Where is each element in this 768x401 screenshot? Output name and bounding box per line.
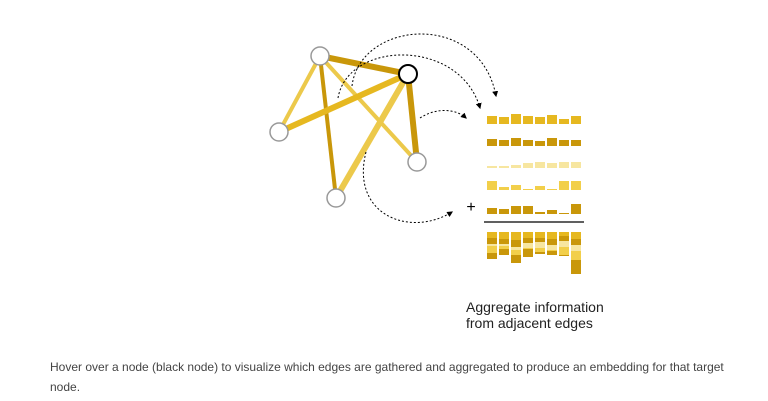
edge-a-c (277, 55, 322, 133)
edge-embedding-row (487, 162, 581, 168)
edge-b-e (405, 73, 420, 163)
aggregated-embedding (487, 232, 581, 274)
node-d[interactable] (326, 188, 346, 208)
node-e[interactable] (407, 152, 427, 172)
edge-a-e (318, 54, 419, 164)
node-c[interactable] (269, 122, 289, 142)
gather-arrow-3 (419, 110, 467, 119)
graph-edges (277, 53, 420, 200)
graph-nodes[interactable] (269, 46, 427, 208)
node-a[interactable] (310, 46, 330, 66)
edge-embedding-row (487, 114, 581, 124)
edge-embedding-row (487, 204, 581, 214)
plus-symbol: + (466, 199, 475, 216)
gather-arrow-2 (337, 54, 482, 110)
edge-embeddings (487, 114, 581, 214)
aggregate-label-line1: Aggregate information (466, 299, 604, 315)
edge-embedding-row (487, 138, 581, 146)
gather-arrows (337, 33, 499, 223)
edge-b-c (277, 71, 410, 135)
aggregate-label: Aggregate information from adjacent edge… (466, 299, 604, 331)
edge-a-b (319, 53, 409, 77)
target-node[interactable] (398, 64, 418, 84)
edge-a-d (318, 55, 338, 199)
aggregate-label-line2: from adjacent edges (466, 315, 593, 331)
edge-b-d (333, 72, 411, 200)
edge-embedding-row (487, 181, 581, 190)
figure-caption: Hover over a node (black node) to visual… (50, 360, 724, 394)
gather-arrow-4 (363, 151, 454, 223)
